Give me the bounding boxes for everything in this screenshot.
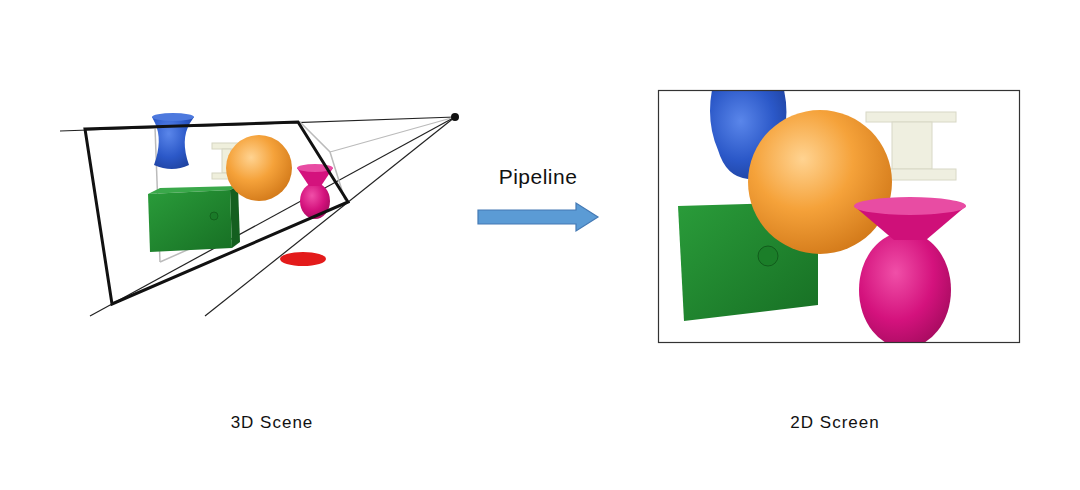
magenta-vase: [854, 197, 966, 342]
screen-render: [659, 91, 1019, 342]
screen-frame: [659, 91, 1020, 343]
screen-panel: 2D Screen: [598, 80, 1040, 445]
scene-panel: 3D Scene: [40, 100, 478, 445]
orange-sphere: [748, 110, 892, 254]
frustum-ray: [205, 117, 455, 316]
red-disk: [280, 252, 326, 266]
edge-label: Pipeline: [496, 165, 581, 189]
frustum-ray: [330, 117, 455, 152]
block-arrow: [478, 203, 598, 231]
orange-sphere: [226, 135, 292, 201]
panel-caption: 3D Scene: [229, 413, 316, 433]
camera-point: [451, 113, 459, 121]
blue-vase: [152, 113, 194, 169]
frustum-ray: [90, 117, 455, 316]
frustum: [60, 117, 455, 316]
panel-caption: 2D Screen: [788, 413, 881, 433]
green-box: [148, 186, 240, 252]
near-plane: [85, 122, 348, 304]
